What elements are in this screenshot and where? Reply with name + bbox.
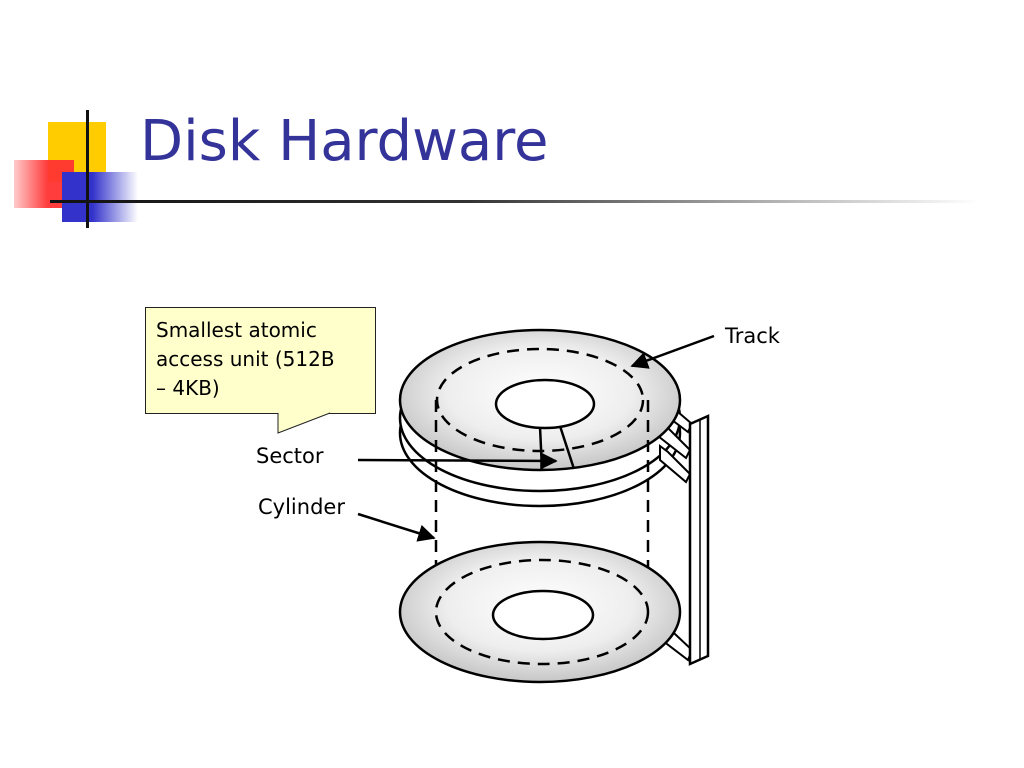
callout-line-2: access unit (512B [156, 347, 335, 371]
track-ring-bottom [434, 558, 650, 666]
callout-box: Smallest atomic access unit (512B – 4KB) [145, 307, 376, 414]
callout-pointer [277, 412, 331, 434]
title-underline [50, 200, 980, 203]
callout-line-1: Smallest atomic [156, 318, 317, 342]
actuator-post [688, 414, 710, 666]
spindle-hole-top [494, 378, 596, 430]
decor-blue-square [62, 172, 138, 222]
label-sector: Sector [256, 444, 324, 468]
sector-line-right [558, 425, 576, 470]
decor-vertical-line [86, 110, 89, 228]
track-arrow [630, 334, 715, 369]
cylinder-arrow [357, 512, 436, 542]
spindle-hole-bottom [491, 589, 595, 641]
label-track: Track [725, 324, 780, 348]
sector-arrow [357, 452, 558, 470]
callout-line-3: – 4KB) [156, 376, 220, 400]
slide-title: Disk Hardware [140, 109, 549, 174]
label-cylinder: Cylinder [258, 495, 345, 519]
